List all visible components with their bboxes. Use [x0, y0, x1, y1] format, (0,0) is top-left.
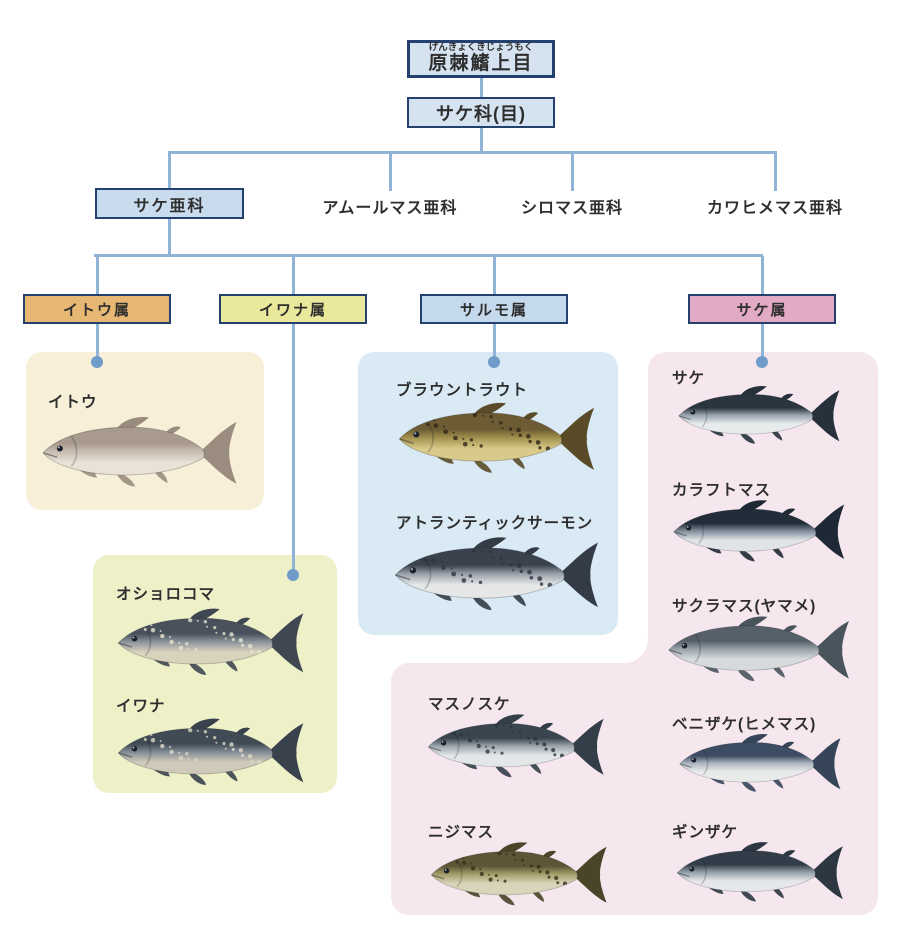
node-subfamily-amur: アムールマス亜科: [322, 200, 458, 217]
genus-salmo-label: サルモ属: [459, 301, 528, 319]
connector-line: [492, 256, 496, 294]
fish-name-brown-trout: ブラウントラウト: [396, 382, 529, 399]
fish-name-oshorokoma: オショロコマ: [116, 586, 216, 603]
genus-itou-label: イトウ属: [62, 301, 131, 319]
connector-dot: [91, 356, 103, 368]
connector-line: [479, 77, 483, 98]
node-subfamily-sake: サケ亜科: [95, 188, 244, 219]
fish-name-sake: サケ: [672, 370, 706, 387]
fish-name-itou: イトウ: [48, 394, 98, 411]
connector-dot: [756, 356, 768, 368]
superorder-furigana: げんきょくきじょうもく: [428, 41, 534, 53]
connector-line: [570, 152, 574, 191]
connector-line: [168, 152, 171, 189]
connector-line: [94, 254, 763, 257]
fish-name-ginzake: ギンザケ: [672, 824, 739, 841]
superorder-label: 原棘鰭上目: [428, 53, 534, 75]
family-label: サケ科(目): [436, 103, 526, 124]
node-family: サケ科(目): [407, 97, 555, 128]
connector-dot: [488, 356, 500, 368]
subfamily-sake-label: サケ亜科: [133, 197, 206, 215]
connector-line: [773, 152, 777, 191]
node-genus-iwana: イワナ属: [219, 294, 367, 324]
fish-illustration-ginzake: [654, 838, 870, 906]
fish-illustration-brown-trout: [388, 398, 610, 478]
fish-illustration-sake: [654, 382, 868, 448]
fish-illustration-iwana: [102, 714, 324, 790]
fish-name-karafutomasu: カラフトマス: [672, 482, 772, 499]
connector-line: [388, 152, 392, 191]
connector-line: [479, 126, 483, 153]
fish-name-benizake: ベニザケ(ヒメマス): [672, 716, 817, 733]
fish-illustration-sakuramasu: [650, 612, 872, 686]
fish-name-sakuramasu: サクラマス(ヤマメ): [672, 598, 817, 615]
connector-line: [760, 256, 764, 294]
fish-illustration-karafutomasu: [654, 496, 868, 566]
fish-illustration-itou: [36, 412, 248, 492]
fish-name-atlantic-salmon: アトランティックサーモン: [396, 515, 594, 532]
fish-illustration-oshorokoma: [102, 604, 324, 680]
node-subfamily-kawahimemasu: カワヒメマス亜科: [706, 200, 844, 217]
connector-line: [291, 256, 295, 294]
node-genus-salmo: サルモ属: [420, 294, 568, 324]
node-subfamily-shiromasu: シロマス亜科: [520, 200, 624, 217]
connector-line: [168, 151, 777, 154]
node-genus-sake: サケ属: [688, 294, 836, 324]
connector-line: [492, 323, 496, 362]
fish-name-iwana: イワナ: [116, 698, 166, 715]
fish-illustration-atlantic-salmon: [388, 532, 610, 616]
genus-sake-label: サケ属: [736, 301, 788, 319]
connector-line: [95, 256, 99, 294]
node-genus-itou: イトウ属: [23, 294, 171, 324]
connector-line: [291, 323, 295, 575]
fish-illustration-benizake: [654, 730, 870, 796]
connector-line: [760, 323, 764, 362]
connector-line: [168, 218, 171, 256]
genus-iwana-label: イワナ属: [258, 301, 327, 319]
fish-illustration-nijimasu: [414, 838, 628, 910]
fish-name-masunosuke: マスノスケ: [428, 696, 511, 713]
fish-illustration-masunosuke: [414, 710, 622, 782]
connector-dot: [287, 569, 299, 581]
node-superorder: げんきょくきじょうもく 原棘鰭上目: [407, 40, 555, 78]
connector-line: [95, 323, 99, 362]
fish-name-nijimasu: ニジマス: [428, 824, 495, 841]
